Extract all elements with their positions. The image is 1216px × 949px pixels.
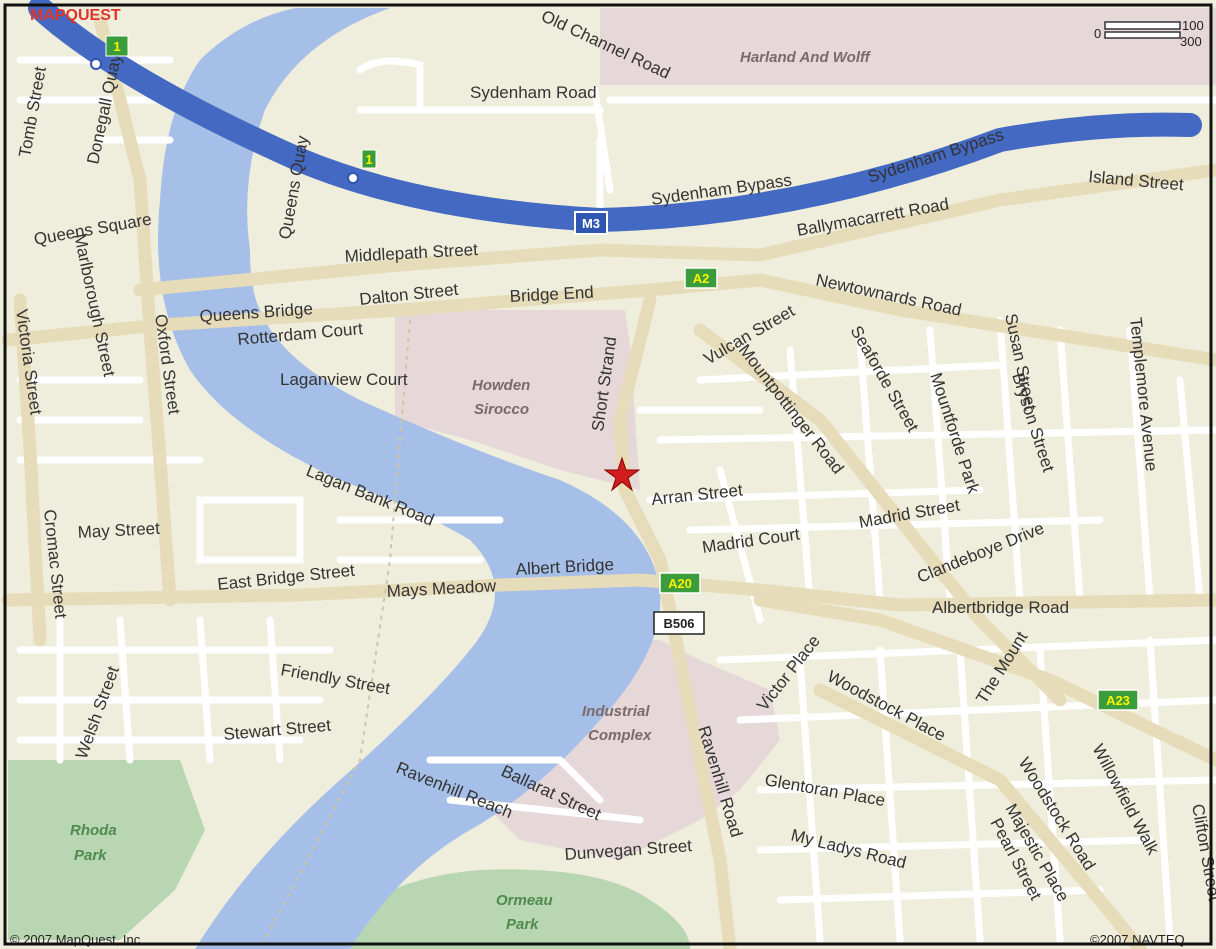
industrial-label-line2: Complex — [588, 727, 652, 744]
laganview-court-label: Laganview Court — [280, 370, 408, 389]
rhoda-park — [8, 760, 205, 940]
shield-top-green-text: 1 — [113, 39, 120, 54]
shield-m3[interactable]: M3 — [574, 211, 608, 235]
short-strand-ravenhill-road — [613, 293, 737, 949]
albertbridge-road — [1, 573, 1216, 612]
shield-junction-1-text: 1 — [365, 152, 372, 167]
industrial-label-line1: Industrial — [582, 703, 650, 720]
albertbridge-road-label: Albertbridge Road — [932, 598, 1069, 617]
howden-label-line1: Howden — [472, 377, 530, 394]
mountpottinger-road — [693, 323, 1067, 707]
howden-label-line2: Sirocco — [474, 401, 529, 418]
location-star-marker[interactable] — [603, 456, 641, 492]
scale-bar: 0 100 300 — [1094, 18, 1204, 49]
shield-top-green[interactable]: 1 — [105, 35, 129, 57]
shield-b506[interactable]: B506 — [653, 611, 705, 635]
woodstock-road — [813, 683, 1147, 949]
scale-bottom-label: 300 — [1180, 34, 1202, 49]
shield-b506-text: B506 — [663, 616, 694, 631]
major-roads — [1, 13, 1216, 949]
shield-junction-1[interactable]: 1 — [361, 149, 377, 169]
rhoda-park-label-line1: Rhoda — [70, 822, 117, 839]
bridge-end-label: Bridge End — [509, 283, 594, 306]
middlepath-ballymacarrett-road — [133, 163, 1216, 297]
shield-a20-text: A20 — [668, 576, 692, 591]
river-lagan — [158, 8, 661, 949]
ormeau-park-label-line1: Ormeau — [496, 892, 553, 909]
mapquest-logo[interactable]: MAPQUEST — [30, 7, 121, 24]
bridge-end-newtownards-road — [1, 273, 1216, 367]
minor-roads — [16, 56, 1216, 944]
shield-a2-text: A2 — [693, 271, 710, 286]
harland-and-wolff-area — [600, 8, 1216, 85]
junction-marker-1[interactable] — [90, 58, 102, 70]
oxford-street — [93, 13, 177, 607]
ormeau-park — [330, 869, 690, 949]
may-street-label: May Street — [77, 519, 160, 542]
sydenham-road-label: Sydenham Road — [470, 83, 597, 102]
howden-sirocco-area — [395, 310, 640, 490]
shield-m3-text: M3 — [582, 216, 600, 231]
woodstock-link — [753, 593, 1216, 767]
shield-a23[interactable]: A23 — [1097, 689, 1139, 711]
map-frame — [3, 3, 1213, 946]
junction-marker-2[interactable] — [347, 172, 359, 184]
shield-a20[interactable]: A20 — [659, 572, 701, 594]
harland-and-wolff-label: Harland And Wolff — [740, 49, 872, 66]
shield-a23-text: A23 — [1106, 693, 1130, 708]
shield-a2[interactable]: A2 — [684, 267, 718, 289]
ormeau-park-label-line2: Park — [506, 916, 539, 933]
rhoda-park-label-line2: Park — [74, 847, 107, 864]
scale-top-label: 100 — [1182, 18, 1204, 33]
railway — [259, 319, 411, 949]
victoria-cromac-street — [13, 293, 47, 647]
scale-zero-label: 0 — [1094, 26, 1101, 41]
